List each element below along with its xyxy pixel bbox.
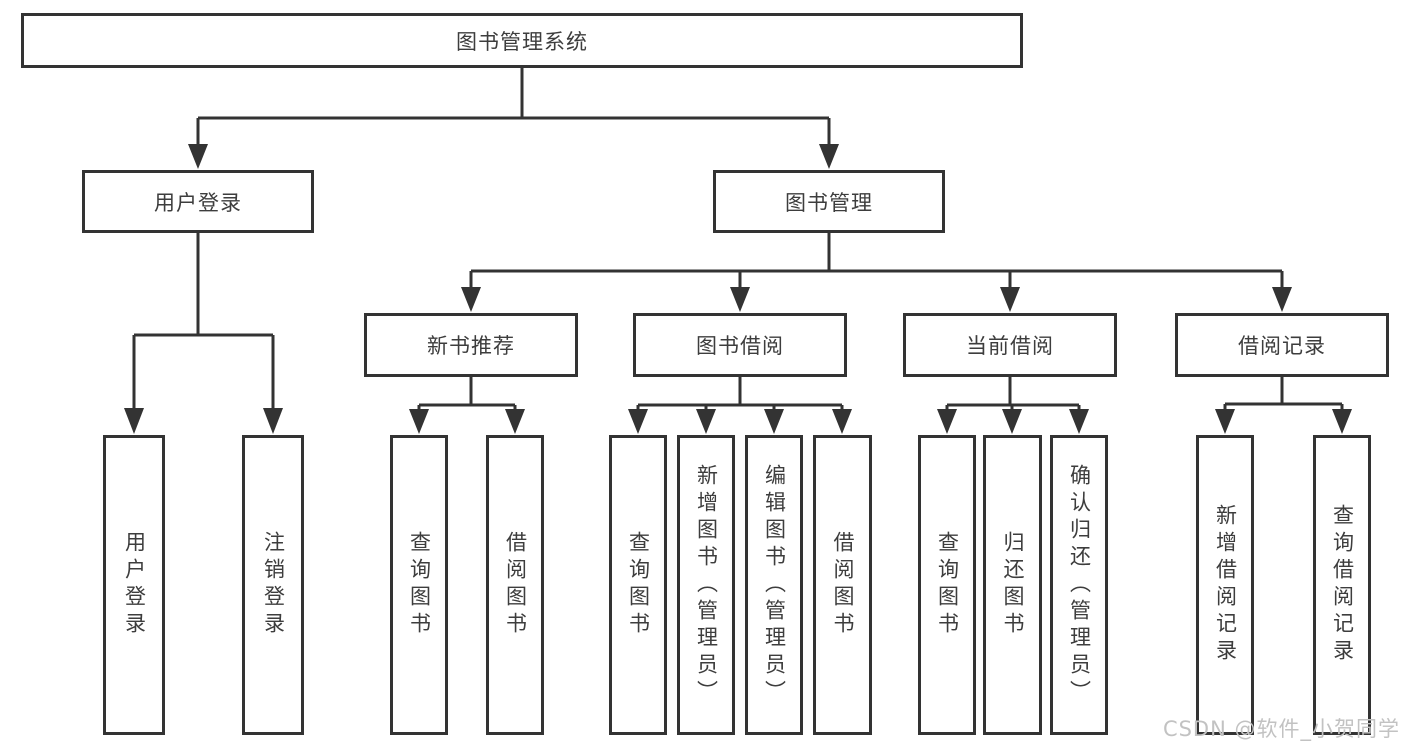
leaf-user-login: 用户登录 — [103, 435, 165, 735]
node-current-borrow: 当前借阅 — [903, 313, 1117, 377]
node-label: 借阅图书 — [831, 531, 855, 639]
leaf-confirm-return-admin: 确认归还（管理员） — [1050, 435, 1108, 735]
node-new-book-recommend: 新书推荐 — [364, 313, 578, 377]
leaf-query-borrow-record: 查询借阅记录 — [1313, 435, 1371, 735]
leaf-edit-book-admin: 编辑图书（管理员） — [745, 435, 803, 735]
node-label: 查询图书 — [935, 531, 960, 639]
leaf-add-book-admin: 新增图书（管理员） — [677, 435, 735, 735]
leaf-return-book: 归还图书 — [983, 435, 1042, 735]
leaf-query-books-borrow: 查询图书 — [609, 435, 667, 735]
leaf-logout: 注销登录 — [242, 435, 304, 735]
node-label: 注销登录 — [261, 531, 286, 639]
csdn-watermark: CSDN @软件_小贺同学 — [1162, 717, 1400, 741]
node-borrow-records: 借阅记录 — [1175, 313, 1389, 377]
node-label: 当前借阅 — [966, 334, 1054, 358]
node-label: 图书管理系统 — [456, 29, 588, 54]
node-label: 归还图书 — [1001, 531, 1025, 639]
node-label: 编辑图书（管理员） — [762, 463, 787, 707]
node-label: 新增图书（管理员） — [694, 463, 719, 707]
node-root: 图书管理系统 — [21, 13, 1023, 68]
node-label: 图书管理 — [785, 190, 873, 215]
node-label: 图书借阅 — [696, 334, 784, 358]
leaf-query-books-current: 查询图书 — [918, 435, 976, 735]
node-book-management: 图书管理 — [713, 170, 945, 233]
node-label: 查询图书 — [407, 531, 432, 639]
node-label: 查询图书 — [626, 531, 651, 639]
node-user-login: 用户登录 — [82, 170, 314, 233]
leaf-borrow-books-recommend: 借阅图书 — [486, 435, 544, 735]
node-label: 借阅图书 — [503, 531, 528, 639]
leaf-borrow-books: 借阅图书 — [813, 435, 872, 735]
leaf-query-books-recommend: 查询图书 — [390, 435, 448, 735]
node-label: 用户登录 — [122, 531, 147, 639]
node-label: 用户登录 — [154, 190, 242, 215]
node-label: 新书推荐 — [427, 334, 515, 358]
node-book-borrow: 图书借阅 — [633, 313, 847, 377]
node-label: 新增借阅记录 — [1213, 504, 1238, 666]
node-label: 查询借阅记录 — [1330, 504, 1355, 666]
node-label: 确认归还（管理员） — [1067, 463, 1092, 707]
node-label: 借阅记录 — [1238, 334, 1326, 358]
leaf-add-borrow-record: 新增借阅记录 — [1196, 435, 1254, 735]
